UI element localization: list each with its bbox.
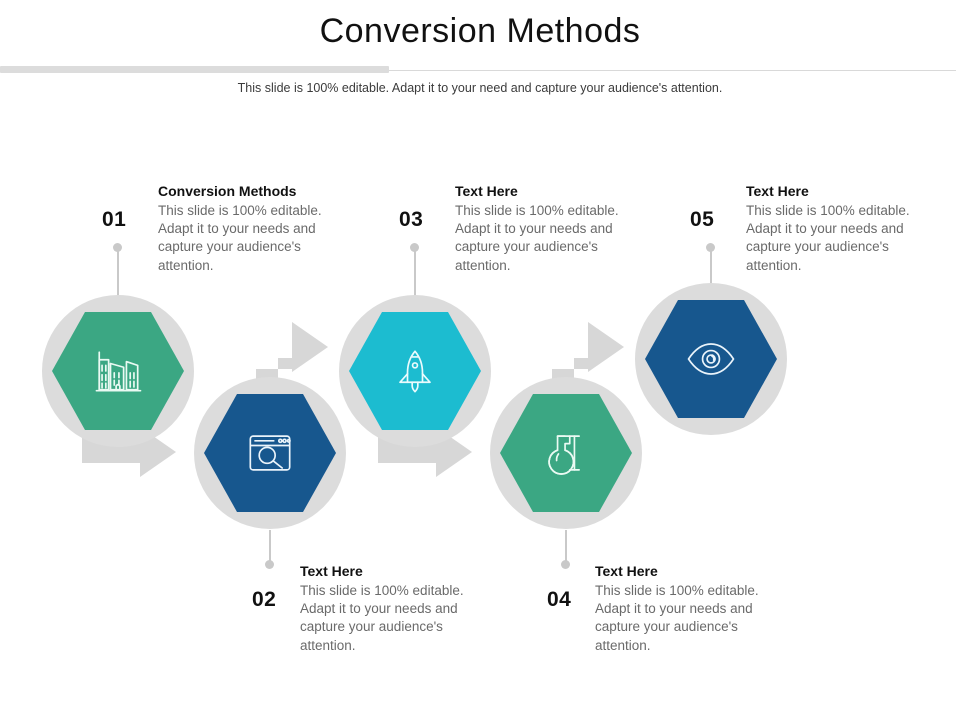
step-number-1: 01 — [102, 208, 127, 231]
step-text-2: Text Here This slide is 100% editable. A… — [300, 563, 465, 655]
step-body-2: This slide is 100% editable. Adapt it to… — [300, 582, 464, 653]
step-text-4: Text Here This slide is 100% editable. A… — [595, 563, 760, 655]
browser-search-icon — [240, 423, 300, 483]
connector-dot-4 — [561, 560, 570, 569]
connector-stem-2 — [269, 530, 271, 564]
connector-stem-4 — [565, 530, 567, 564]
node-1[interactable] — [42, 295, 194, 447]
node-4[interactable] — [490, 377, 642, 529]
step-title-5: Text Here — [746, 183, 809, 199]
step-text-1: Conversion Methods This slide is 100% ed… — [158, 183, 323, 275]
node-3[interactable] — [339, 295, 491, 447]
step-body-3: This slide is 100% editable. Adapt it to… — [455, 202, 619, 273]
step-number-3: 03 — [399, 208, 424, 231]
step-title-3: Text Here — [455, 183, 518, 199]
buildings-icon — [88, 341, 148, 401]
connector-stem-3 — [414, 247, 416, 311]
step-body-5: This slide is 100% editable. Adapt it to… — [746, 202, 910, 273]
step-title-2: Text Here — [300, 563, 363, 579]
header-divider-accent — [0, 66, 389, 73]
connector-dot-2 — [265, 560, 274, 569]
page-subtitle: This slide is 100% editable. Adapt it to… — [237, 81, 723, 95]
node-2[interactable] — [194, 377, 346, 529]
connector-dot-1 — [113, 243, 122, 252]
step-text-3: Text Here This slide is 100% editable. A… — [455, 183, 620, 275]
step-title-1: Conversion Methods — [158, 183, 297, 199]
step-body-1: This slide is 100% editable. Adapt it to… — [158, 202, 322, 273]
step-number-4: 04 — [547, 588, 572, 611]
step-title-4: Text Here — [595, 563, 658, 579]
connector-dot-5 — [706, 243, 715, 252]
step-text-5: Text Here This slide is 100% editable. A… — [746, 183, 911, 275]
connector-stem-1 — [117, 247, 119, 311]
step-body-4: This slide is 100% editable. Adapt it to… — [595, 582, 759, 653]
eye-icon — [681, 329, 741, 389]
connector-stem-5 — [710, 247, 712, 299]
lab-flask-icon — [536, 423, 596, 483]
connector-dot-3 — [410, 243, 419, 252]
step-number-5: 05 — [690, 208, 715, 231]
node-5[interactable] — [635, 283, 787, 435]
rocket-icon — [385, 341, 445, 401]
page-title: Conversion Methods — [319, 12, 641, 50]
header-divider — [4, 70, 956, 71]
step-number-2: 02 — [252, 588, 277, 611]
